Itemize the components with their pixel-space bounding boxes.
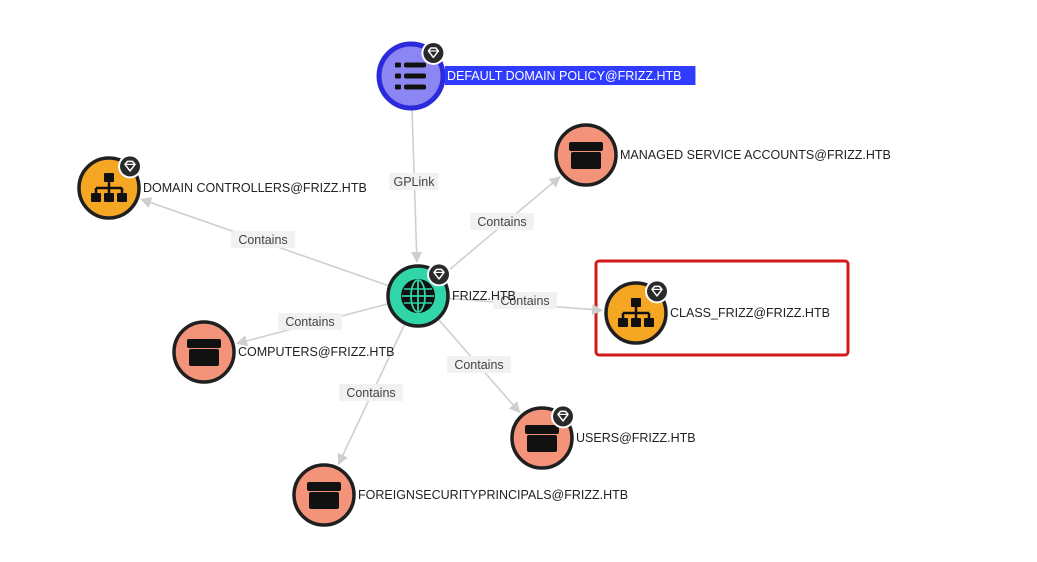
node-label: FOREIGNSECURITYPRINCIPALS@FRIZZ.HTB bbox=[358, 488, 628, 502]
node-label: MANAGED SERVICE ACCOUNTS@FRIZZ.HTB bbox=[620, 148, 891, 162]
edge-label-text: Contains bbox=[285, 315, 334, 329]
edge-label-background bbox=[231, 231, 295, 248]
edge-label-background bbox=[339, 384, 403, 401]
edge-label-text: Contains bbox=[346, 386, 395, 400]
edge-label-contains: Contains bbox=[231, 231, 295, 248]
edge-label-gplink: GPLink bbox=[389, 173, 439, 190]
edge-label-contains: Contains bbox=[339, 384, 403, 401]
node-label: DEFAULT DOMAIN POLICY@FRIZZ.HTB bbox=[447, 69, 681, 83]
gem-badge-icon bbox=[427, 262, 451, 287]
node-label: USERS@FRIZZ.HTB bbox=[576, 431, 696, 445]
node-computers[interactable]: COMPUTERS@FRIZZ.HTB bbox=[172, 320, 394, 384]
node-msa[interactable]: MANAGED SERVICE ACCOUNTS@FRIZZ.HTB bbox=[554, 123, 891, 187]
edge-label-text: Contains bbox=[454, 358, 503, 372]
node-dc[interactable]: DOMAIN CONTROLLERS@FRIZZ.HTB bbox=[77, 154, 367, 220]
edge-label-background bbox=[389, 173, 439, 190]
edge-label-contains: Contains bbox=[470, 213, 534, 230]
edge-label-text: GPLink bbox=[394, 175, 436, 189]
container-box-icon bbox=[569, 142, 603, 169]
edge-label-background bbox=[447, 356, 511, 373]
node-users[interactable]: USERS@FRIZZ.HTB bbox=[510, 404, 696, 470]
edge-label-background bbox=[470, 213, 534, 230]
gem-badge-icon bbox=[421, 40, 446, 65]
org-chart-icon bbox=[618, 298, 654, 327]
edge-label-background bbox=[278, 313, 342, 330]
node-gpo[interactable]: DEFAULT DOMAIN POLICY@FRIZZ.HTB bbox=[376, 40, 696, 111]
edge-label-background bbox=[493, 292, 557, 309]
container-box-icon bbox=[525, 425, 559, 452]
gem-badge-icon bbox=[645, 279, 669, 304]
list-icon bbox=[395, 62, 426, 90]
edge-label-text: Contains bbox=[477, 215, 526, 229]
gem-badge-icon bbox=[118, 154, 142, 179]
container-box-icon bbox=[187, 339, 221, 366]
node-class[interactable]: CLASS_FRIZZ@FRIZZ.HTB bbox=[604, 279, 830, 345]
node-label: DOMAIN CONTROLLERS@FRIZZ.HTB bbox=[143, 181, 367, 195]
edge-label-contains: Contains bbox=[447, 356, 511, 373]
node-domain[interactable]: FRIZZ.HTB bbox=[386, 262, 516, 328]
node-label: CLASS_FRIZZ@FRIZZ.HTB bbox=[670, 306, 830, 320]
edge-label-contains: Contains bbox=[493, 292, 557, 309]
node-label: FRIZZ.HTB bbox=[452, 289, 516, 303]
selected-label-background bbox=[445, 66, 696, 85]
node-fsp[interactable]: FOREIGNSECURITYPRINCIPALS@FRIZZ.HTB bbox=[292, 463, 628, 527]
gem-badge-icon bbox=[551, 404, 575, 429]
edge-label-contains: Contains bbox=[278, 313, 342, 330]
edge-label-text: Contains bbox=[238, 233, 287, 247]
container-box-icon bbox=[307, 482, 341, 509]
org-chart-icon bbox=[91, 173, 127, 202]
globe-icon bbox=[401, 279, 435, 313]
node-label: COMPUTERS@FRIZZ.HTB bbox=[238, 345, 394, 359]
edge-label-text: Contains bbox=[500, 294, 549, 308]
